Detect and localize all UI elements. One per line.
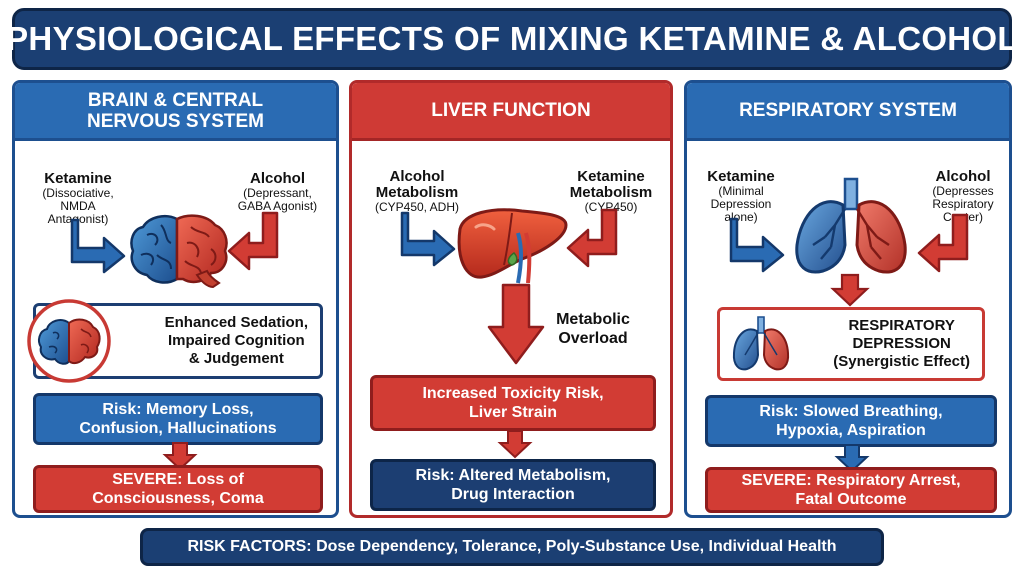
liver-ketamine-metabolism-label: Ketamine Metabolism (CYP450) <box>569 168 653 214</box>
lungs-icon <box>732 316 790 371</box>
brain-icon <box>27 299 111 383</box>
resp-ketamine-label: Ketamine (Minimal Depression alone) <box>707 168 775 224</box>
brain-panel-header: BRAIN & CENTRAL NERVOUS SYSTEM <box>15 83 336 141</box>
arrow-icon <box>566 208 618 268</box>
arrow-icon <box>70 218 126 274</box>
risk-factors-footer: RISK FACTORS: Dose Dependency, Tolerance… <box>140 528 884 566</box>
brain-risk-box: Risk: Memory Loss, Confusion, Hallucinat… <box>33 393 323 445</box>
page-title-text: PHYSIOLOGICAL EFFECTS OF MIXING KETAMINE… <box>6 20 1018 57</box>
liver-alcohol-metabolism-label: Alcohol Metabolism (CYP450, ADH) <box>374 168 460 214</box>
arrow-icon <box>162 442 198 471</box>
respiratory-system-panel: RESPIRATORY SYSTEM Ketamine (Minimal Dep… <box>684 80 1012 518</box>
resp-effect-box: RESPIRATORY DEPRESSION (Synergistic Effe… <box>717 307 985 381</box>
liver-icon <box>457 208 568 284</box>
arrow-icon <box>917 213 969 273</box>
page-title: PHYSIOLOGICAL EFFECTS OF MIXING KETAMINE… <box>6 8 1018 70</box>
resp-severe-box: SEVERE: Respiratory Arrest, Fatal Outcom… <box>705 467 997 513</box>
brain-icon <box>130 214 228 289</box>
liver-effect-box: Increased Toxicity Risk, Liver Strain <box>370 375 656 431</box>
lungs-icon <box>795 177 907 274</box>
arrow-icon <box>400 211 456 267</box>
respiratory-panel-header: RESPIRATORY SYSTEM <box>687 83 1009 141</box>
arrow-icon <box>834 444 870 473</box>
arrow-icon <box>487 283 545 365</box>
arrow-icon <box>497 430 533 459</box>
metabolic-overload-label: Metabolic Overload <box>556 311 630 347</box>
liver-panel-header: LIVER FUNCTION <box>352 83 670 141</box>
arrow-icon <box>729 217 785 273</box>
brain-severe-box: SEVERE: Loss of Consciousness, Coma <box>33 465 323 513</box>
liver-risk-box: Risk: Altered Metabolism, Drug Interacti… <box>370 459 656 511</box>
arrow-icon <box>227 211 279 271</box>
liver-function-panel: LIVER FUNCTION Alcohol Metabolism (CYP45… <box>349 80 673 518</box>
brain-alcohol-label: Alcohol (Depressant, GABA Agonist) <box>237 170 318 213</box>
brain-cns-panel: BRAIN & CENTRAL NERVOUS SYSTEM Ketamine … <box>12 80 339 518</box>
arrow-icon <box>830 273 870 307</box>
resp-risk-box: Risk: Slowed Breathing, Hypoxia, Aspirat… <box>705 395 997 447</box>
